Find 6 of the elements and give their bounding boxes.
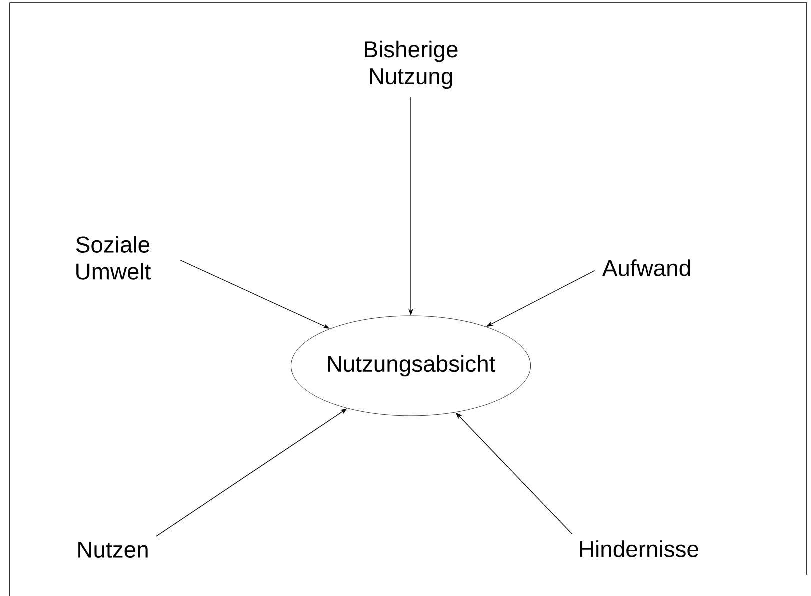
factor-label: Bisherige Nutzung [365,40,458,90]
factor-label: Aufwand [602,260,690,276]
factor-label: Nutzen [78,542,148,558]
ellipse-node: Nutzungsabsicht [291,316,531,416]
factor-label: Hindernisse [580,540,698,558]
factor-label: Soziale Umwelt [76,236,152,280]
